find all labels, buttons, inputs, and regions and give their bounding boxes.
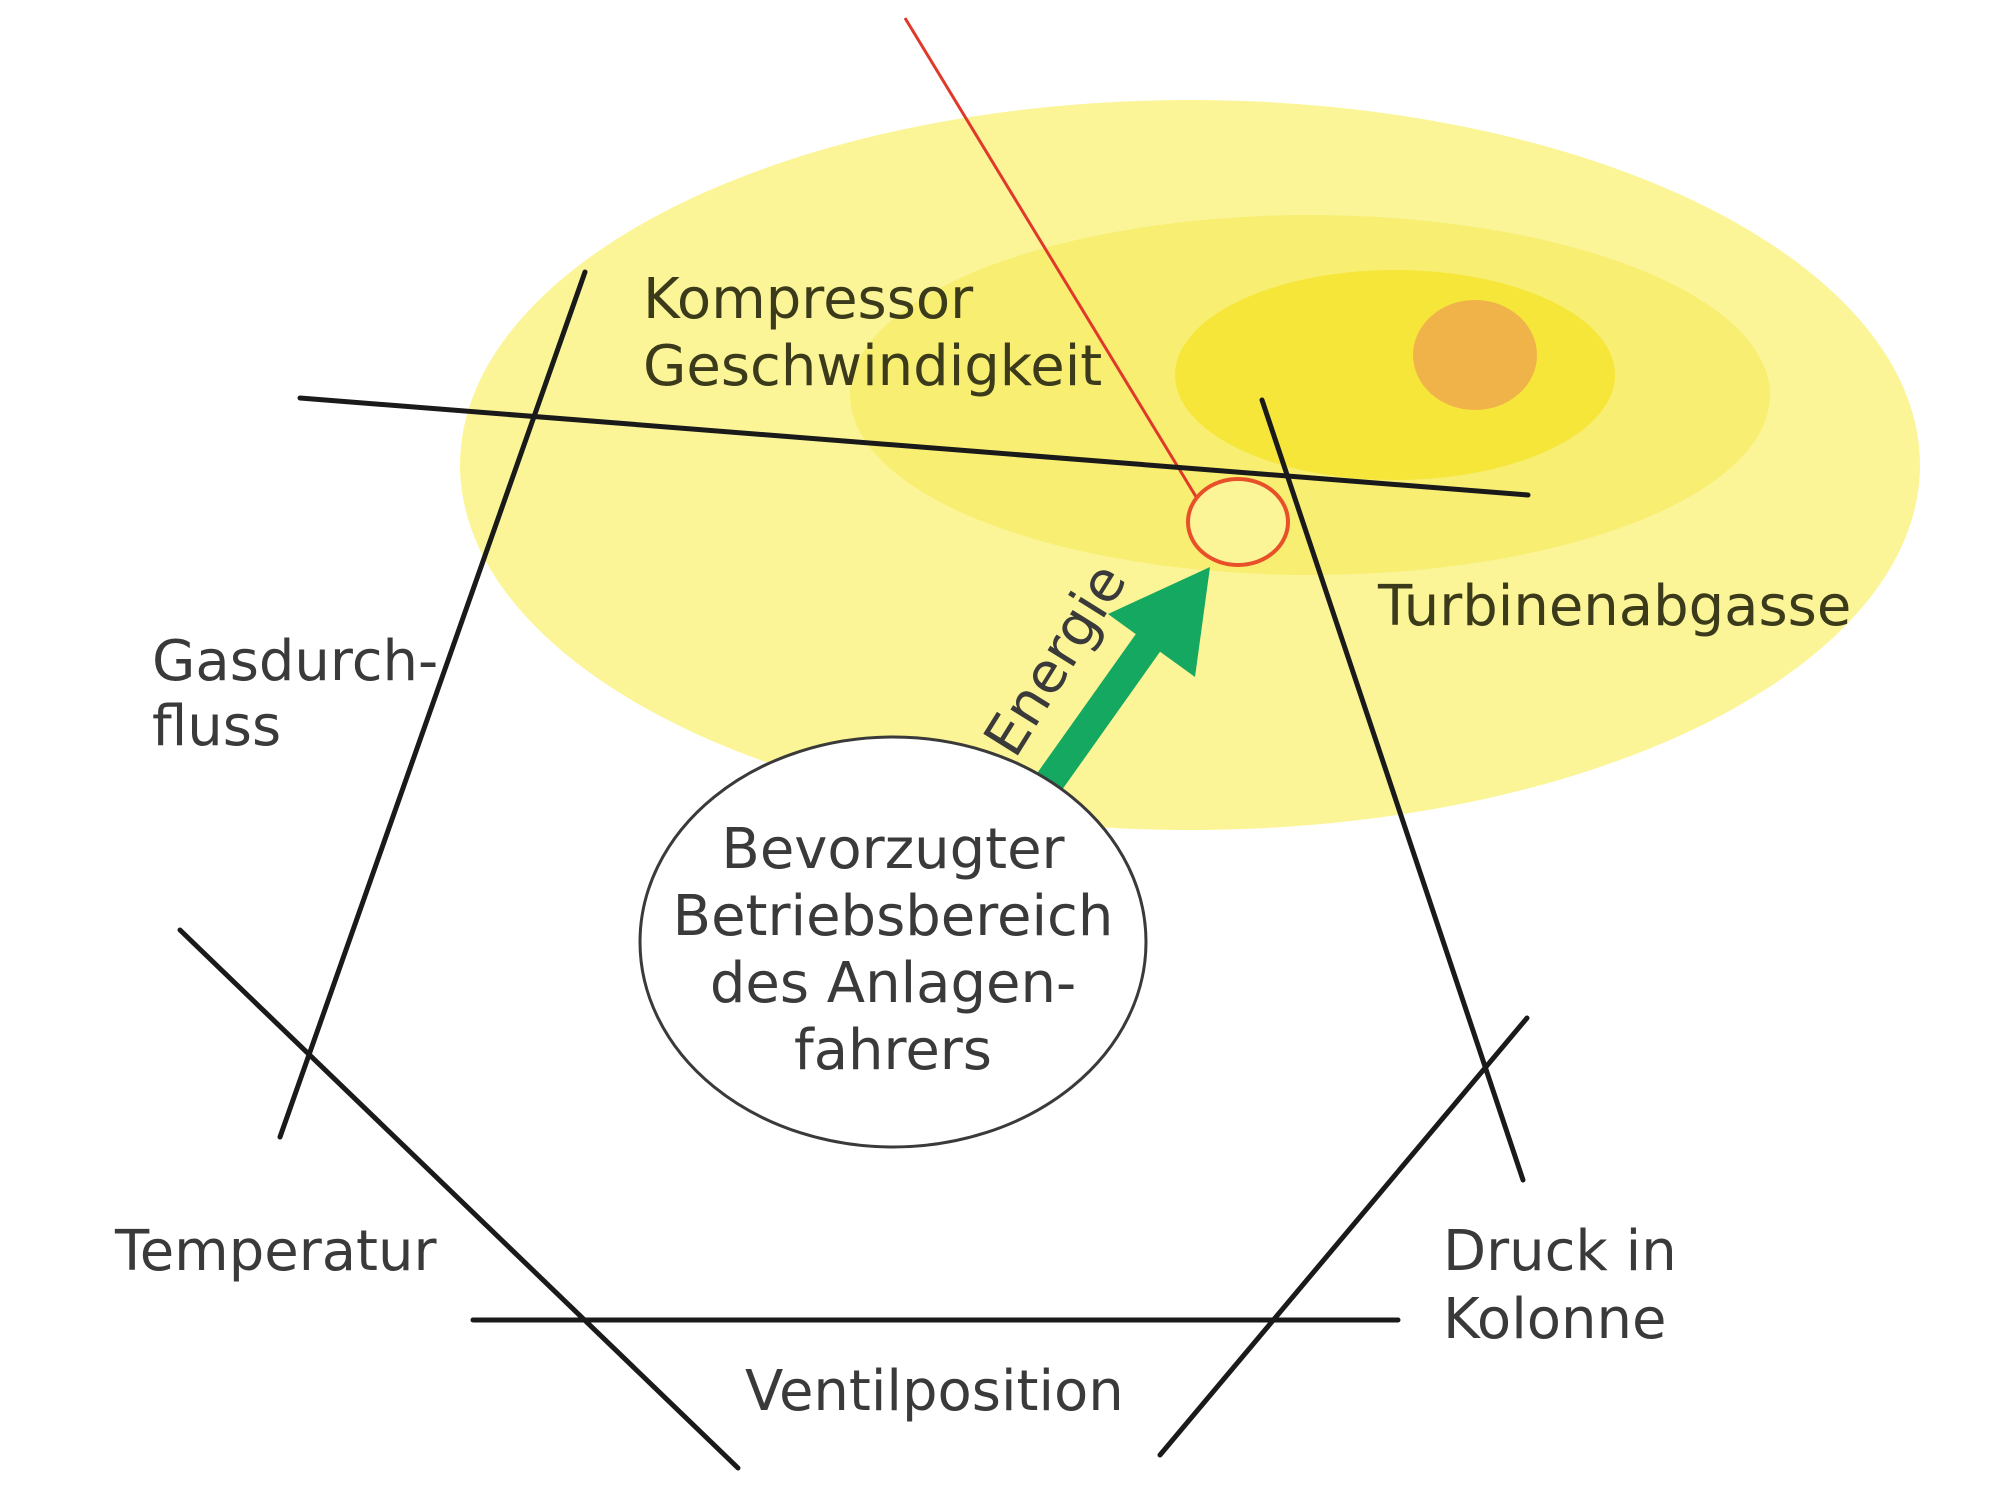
optimum-hot-spot <box>1413 300 1537 410</box>
preferred-region-line1: Bevorzugter <box>721 817 1065 882</box>
valve-position-label: Ventilposition <box>745 1359 1124 1424</box>
temperature-label: Temperatur <box>114 1219 437 1284</box>
column-pressure-line <box>1157 1015 1530 1458</box>
compressor-label-line2: Geschwindigkeit <box>643 334 1102 399</box>
gas-flow-line <box>277 269 588 1140</box>
compressor-label-line1: Kompressor <box>643 267 974 332</box>
preferred-region-line3: des Anlagen- <box>710 951 1076 1016</box>
red-pointer-line <box>903 17 1200 501</box>
pressure-label-line1: Druck in <box>1443 1219 1677 1284</box>
target-marker <box>1186 477 1290 567</box>
preferred-region-line2: Betriebsbereich <box>673 884 1114 949</box>
inner-yellow-zone <box>1175 270 1615 480</box>
preferred-region-line4: fahrers <box>794 1018 992 1083</box>
temperature-line <box>177 927 741 1471</box>
energy-arrow <box>1027 567 1210 804</box>
gas-flow-label-line1: Gasdurch- <box>152 629 438 694</box>
turbine-label: Turbinenabgasse <box>1377 574 1851 639</box>
preferred-region-circle <box>638 735 1148 1149</box>
compressor-speed-line <box>297 395 1531 498</box>
gas-flow-label-line2: fluss <box>152 694 281 759</box>
pressure-label-line2: Kolonne <box>1443 1287 1666 1352</box>
turbine-exhaust-line <box>1259 397 1526 1183</box>
